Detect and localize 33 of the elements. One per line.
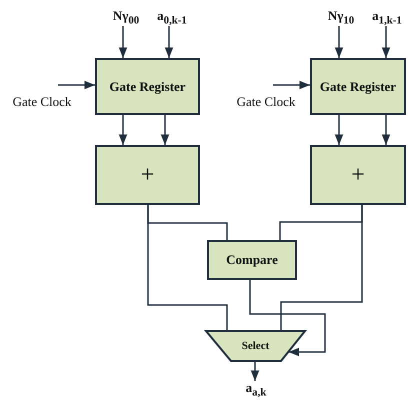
connector-line	[280, 205, 363, 330]
arrow	[160, 115, 170, 145]
adder-box	[95, 145, 200, 205]
arrow	[118, 115, 128, 145]
node-label: +	[140, 162, 154, 188]
arrow	[334, 26, 344, 58]
signal-label: Gate Clock	[236, 94, 296, 110]
node-label: Gate Register	[320, 78, 396, 94]
signal-label: Nγ$_{10}$	[328, 8, 354, 26]
node-label: Compare	[226, 252, 278, 268]
connector-line	[147, 205, 228, 330]
arrow	[250, 362, 260, 381]
arrow	[382, 115, 390, 145]
arrow	[382, 26, 390, 58]
process-box	[207, 240, 297, 280]
arrow	[164, 26, 174, 58]
arrow	[334, 115, 344, 145]
signal-label: Gate Clock	[12, 94, 72, 110]
node-label: Select	[242, 340, 270, 352]
adder-box	[310, 145, 406, 205]
node-label: +	[351, 162, 365, 188]
signal-label: Nγ$_{00}$	[112, 8, 140, 26]
selector-trapezoid	[205, 330, 306, 362]
signal-label: a$_{a,k}$	[246, 380, 266, 399]
arrow	[273, 80, 310, 90]
signal-label: a$_{0,k-1}$	[157, 8, 187, 26]
process-box	[310, 58, 406, 115]
node-label: Gate Register	[109, 78, 186, 94]
arrow	[249, 280, 326, 356]
arrow	[58, 80, 95, 90]
process-box	[95, 58, 200, 115]
signal-label: a$_{1,k-1}$	[372, 8, 402, 26]
arrow	[118, 26, 128, 58]
